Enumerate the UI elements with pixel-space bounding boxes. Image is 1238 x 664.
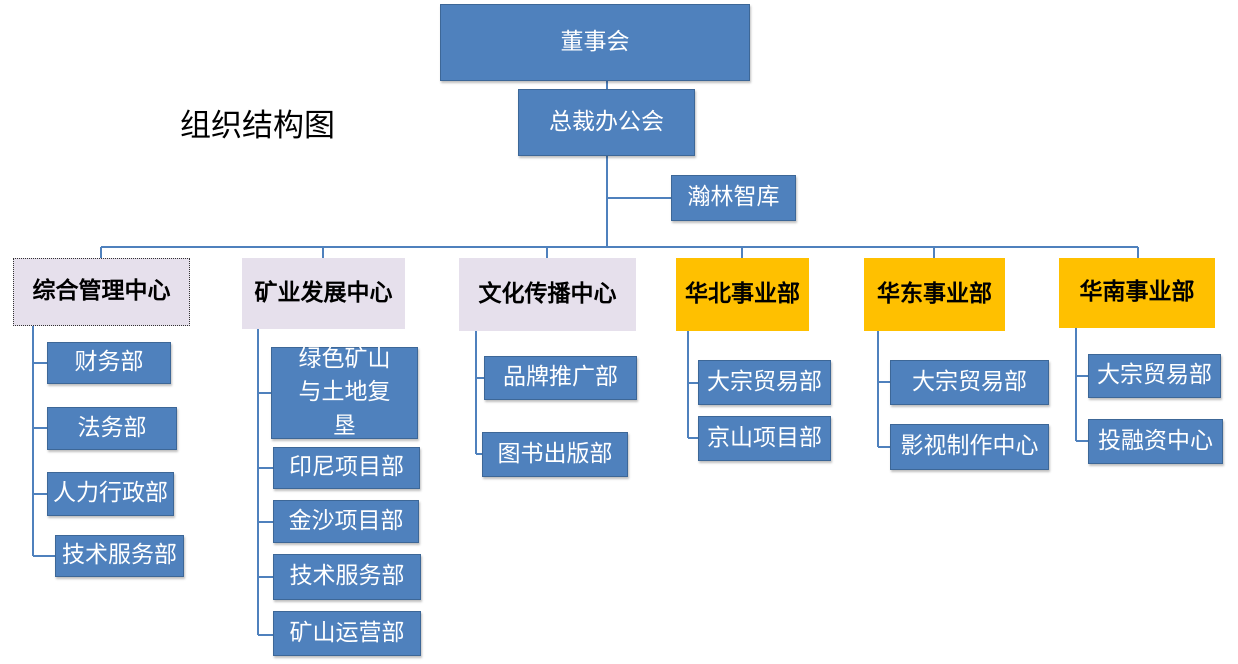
department-label: 图书出版部	[497, 440, 613, 467]
center-label: 综合管理中心	[32, 278, 171, 305]
department-box: 影视制作中心	[890, 424, 1049, 470]
department-box: 投融资中心	[1088, 419, 1223, 464]
division-label: 华北事业部	[685, 280, 800, 307]
board-box: 董事会	[440, 4, 750, 81]
center-box-comprehensive-management: 综合管理中心	[13, 258, 190, 326]
department-label: 技术服务部	[289, 563, 405, 590]
think-tank-label: 瀚林智库	[687, 184, 780, 211]
president-office-box: 总裁办公会	[518, 89, 695, 156]
department-box: 图书出版部	[482, 432, 628, 477]
department-label: 金沙项目部	[288, 507, 404, 534]
diagram-title: 组织结构图	[180, 108, 335, 144]
department-label: 印尼项目部	[289, 454, 404, 481]
department-box: 大宗贸易部	[890, 360, 1049, 405]
department-label: 矿山运营部	[289, 619, 405, 646]
department-box: 大宗贸易部	[1088, 354, 1221, 398]
department-label: 财务部	[74, 349, 144, 376]
department-label: 投融资中心	[1098, 427, 1213, 454]
division-label: 华东事业部	[877, 280, 992, 307]
board-label: 董事会	[560, 28, 630, 55]
department-box: 大宗贸易部	[698, 360, 831, 405]
department-box: 人力行政部	[47, 472, 174, 516]
center-label: 文化传播中心	[478, 280, 617, 307]
department-label: 绿色矿山与土地复垦	[298, 345, 391, 439]
department-label: 法务部	[77, 414, 147, 441]
department-box: 印尼项目部	[273, 447, 420, 489]
department-label: 京山项目部	[707, 424, 822, 451]
department-label: 品牌推广部	[503, 364, 618, 391]
department-box: 法务部	[47, 407, 177, 450]
department-label: 人力行政部	[53, 480, 168, 507]
think-tank-box: 瀚林智库	[671, 175, 796, 221]
department-box: 品牌推广部	[484, 356, 637, 400]
division-box-north-china: 华北事业部	[676, 258, 809, 331]
department-box: 金沙项目部	[273, 500, 419, 543]
department-box: 矿山运营部	[273, 611, 421, 656]
center-label: 矿业发展中心	[254, 279, 393, 306]
department-label: 技术服务部	[62, 542, 177, 569]
division-label: 华南事业部	[1079, 279, 1195, 306]
department-label: 大宗贸易部	[707, 368, 822, 395]
department-box: 财务部	[47, 342, 171, 384]
department-box: 技术服务部	[55, 535, 184, 577]
department-box: 京山项目部	[698, 416, 831, 461]
department-box: 绿色矿山与土地复垦	[271, 346, 418, 439]
department-label: 大宗贸易部	[912, 368, 1027, 395]
division-box-south-china: 华南事业部	[1059, 258, 1215, 328]
center-box-mining-development: 矿业发展中心	[242, 258, 405, 329]
center-box-culture-communication: 文化传播中心	[459, 258, 636, 331]
president-office-label: 总裁办公会	[549, 108, 664, 135]
department-label: 影视制作中心	[900, 433, 1039, 460]
division-box-east-china: 华东事业部	[864, 258, 1005, 331]
department-label: 大宗贸易部	[1097, 362, 1212, 389]
department-box: 技术服务部	[273, 554, 421, 600]
